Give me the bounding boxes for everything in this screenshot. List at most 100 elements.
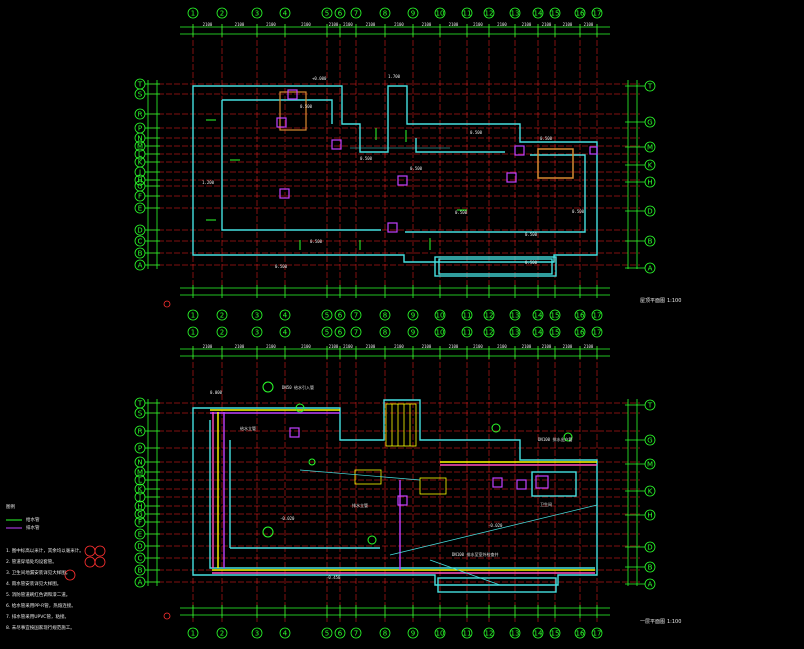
axis-label: 9: [411, 312, 415, 320]
axis-bubble: [251, 627, 263, 639]
dimension-text: 2100: [563, 344, 573, 349]
plan-scale-top: 1:100: [667, 298, 681, 304]
axis-label: P: [138, 445, 142, 453]
equipment-box: [537, 148, 574, 179]
axis-label: 1: [191, 10, 195, 18]
svg-text:0.500: 0.500: [410, 166, 423, 171]
axis-bubble: [216, 627, 228, 639]
axis-label: 6: [338, 630, 343, 638]
dimension-text: 2100: [343, 344, 353, 349]
axis-bubble: [591, 7, 603, 19]
axis-bubble: [644, 141, 656, 153]
axis-label: 4: [283, 312, 288, 320]
axis-label: G: [647, 119, 652, 127]
legend: 图例 给水管 排水管 1. 图中标高以米计，其余均以毫米计。2. 管道穿墙处均设…: [6, 300, 171, 631]
axis-label: H: [137, 177, 142, 185]
axis-bubble: [483, 326, 495, 338]
axis-label: K: [138, 159, 143, 167]
axis-label: 14: [534, 312, 543, 320]
axis-label: 2: [220, 630, 224, 638]
axis-label: 5: [325, 10, 329, 18]
axis-bubble: [509, 627, 521, 639]
axis-bubble: [549, 7, 561, 19]
axis-label: F: [138, 193, 142, 201]
axis-label: M: [647, 144, 653, 152]
axis-bubble: [407, 326, 419, 338]
axis-label: D: [647, 544, 652, 552]
axis-bubble: [509, 309, 521, 321]
axis-bubble: [216, 7, 228, 19]
dimension-text: 2100: [301, 344, 311, 349]
axis-label: 7: [354, 329, 358, 337]
dimension-text: 2100: [394, 22, 404, 27]
axis-label: 17: [593, 10, 602, 18]
axis-label: T: [647, 83, 653, 91]
axis-label: A: [138, 262, 143, 270]
dimension-text: 2100: [542, 344, 552, 349]
legend-note: 6. 给水管采用PP-R管，热熔连接。: [6, 602, 76, 609]
grid-lines-bottom: [150, 346, 640, 622]
svg-text:排水立管: 排水立管: [352, 502, 368, 508]
axis-label: 2: [220, 312, 224, 320]
axis-bubble: [134, 466, 146, 478]
slope-arrows-top: [206, 119, 467, 250]
axis-bubble: [134, 247, 146, 259]
axis-label: 15: [551, 630, 560, 638]
axis-label: A: [138, 579, 143, 587]
axis-label: 7: [354, 10, 358, 18]
axis-bubble: [509, 7, 521, 19]
axis-bubble: [134, 235, 146, 247]
axis-label: 15: [551, 312, 560, 320]
axis-bubble: [134, 540, 146, 552]
axis-bubble: [134, 132, 146, 144]
axis-bubble: [334, 627, 346, 639]
axis-bubble: [134, 88, 146, 100]
svg-text:0.500: 0.500: [572, 209, 585, 214]
svg-text:0.000: 0.000: [210, 390, 223, 395]
axis-bubble: [574, 7, 586, 19]
axis-label: C: [138, 555, 143, 563]
axis-bubble: [434, 7, 446, 19]
svg-text:DN50 给水引入管: DN50 给水引入管: [282, 384, 314, 390]
axis-bubble: [644, 561, 656, 573]
axis-bubble: [134, 491, 146, 503]
axis-label: 9: [411, 10, 415, 18]
axis-label: 12: [485, 312, 494, 320]
axis-label: 12: [485, 630, 494, 638]
axis-bubble: [591, 326, 603, 338]
axis-label: 17: [593, 312, 602, 320]
axis-bubble: [461, 326, 473, 338]
axis-label: 13: [511, 630, 520, 638]
axis-bubble: [483, 7, 495, 19]
axis-bubble: [644, 399, 656, 411]
legend-note: 5. 消防管道刷红色调和漆二道。: [6, 591, 70, 598]
axis-label: M: [647, 461, 653, 469]
legend-notes: 1. 图中标高以米计，其余均以毫米计。2. 管道穿墙处均设套管。3. 卫生间地漏…: [6, 547, 84, 631]
axis-label: C: [138, 238, 143, 246]
dimension-text: 2100: [563, 22, 573, 27]
axis-bubble: [187, 7, 199, 19]
axis-bubble: [251, 309, 263, 321]
axis-bubble: [379, 627, 391, 639]
pipes-bottom: [210, 409, 597, 574]
axis-bubble: [334, 326, 346, 338]
axis-bubble: [379, 326, 391, 338]
drain-markers-bottom: [289, 427, 549, 506]
svg-text:+0.000: +0.000: [312, 76, 327, 81]
dimension-text: 2100: [497, 22, 507, 27]
axis-label: B: [138, 250, 143, 258]
axis-bubble: [187, 309, 199, 321]
axis-label: 15: [551, 10, 560, 18]
axis-bubble: [134, 425, 146, 437]
axis-bubble: [279, 627, 291, 639]
dimension-text: 2100: [203, 22, 213, 27]
axis-label: 13: [511, 329, 520, 337]
axis-label: T: [647, 402, 653, 410]
north-arrow-icon: [163, 300, 171, 308]
axis-label: 10: [436, 329, 445, 337]
axis-label: 4: [283, 329, 288, 337]
axis-label: K: [138, 486, 143, 494]
axis-bubble: [134, 528, 146, 540]
axis-label: M: [137, 469, 143, 477]
